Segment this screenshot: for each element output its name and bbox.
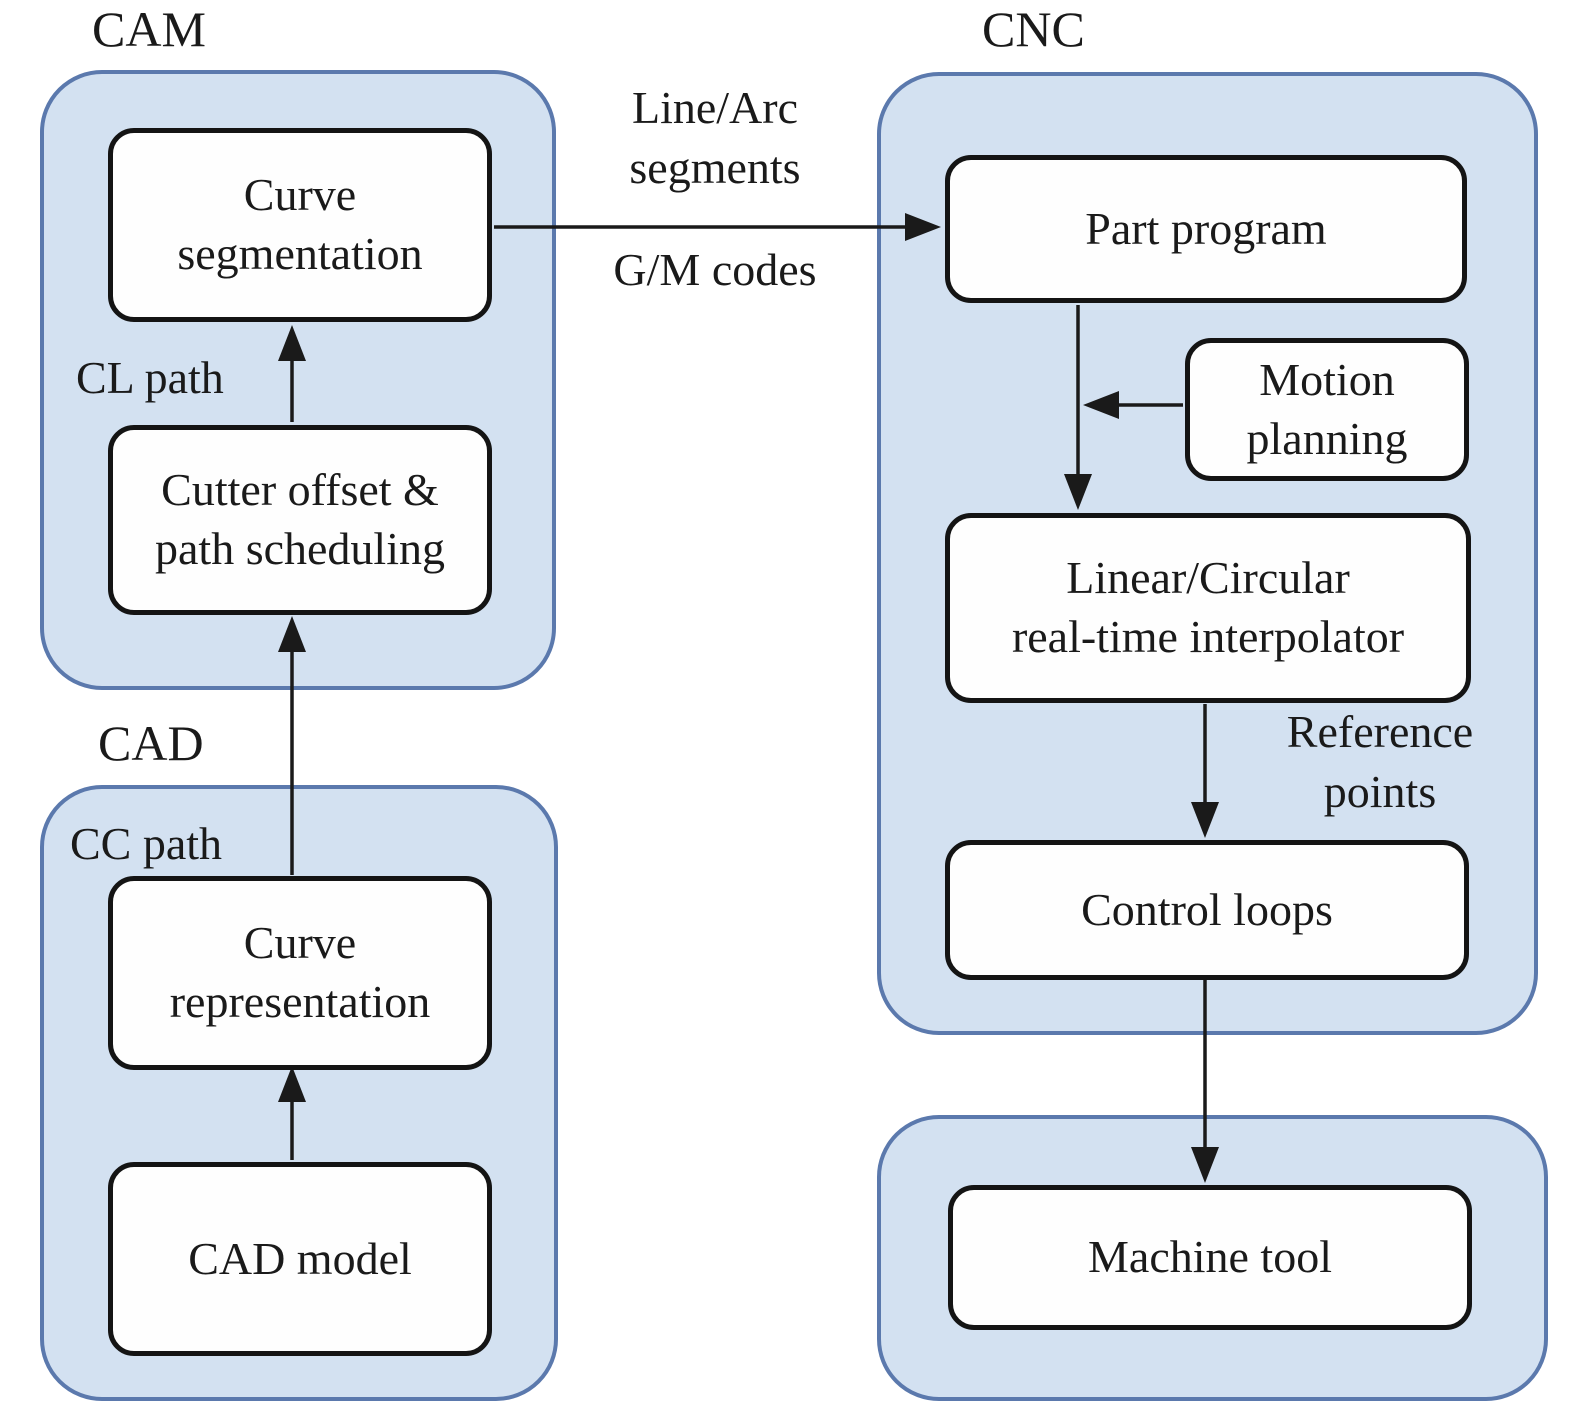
arrow-curve-segmentation-to-part-program xyxy=(494,213,941,241)
motion-planning-line1: Motion xyxy=(1259,353,1395,405)
curve-representation-line1: Curve xyxy=(243,917,357,969)
cad-group-label: CAD xyxy=(98,715,204,771)
cad-model-node: CAD model xyxy=(108,1162,492,1356)
cutter-offset-node: Cutter offset & path scheduling xyxy=(108,425,492,615)
line-arc-segments-line1: Line/Arc xyxy=(631,82,799,133)
interpolator-node: Linear/Circular real-time interpolator xyxy=(945,513,1471,703)
control-loops-node: Control loops xyxy=(945,840,1469,980)
cc-path-label: CC path xyxy=(70,818,223,869)
curve-representation-line2: representation xyxy=(169,976,431,1027)
cam-group-label: CAM xyxy=(92,1,206,57)
curve-segmentation-node: Curve segmentation xyxy=(108,128,492,322)
curve-representation-node: Curve representation xyxy=(108,876,492,1070)
machine-tool-node: Machine tool xyxy=(948,1185,1472,1330)
curve-segmentation-line2: segmentation xyxy=(177,228,423,279)
line-arc-segments-line2: segments xyxy=(629,141,801,193)
interpolator-line1: Linear/Circular xyxy=(1066,552,1350,604)
reference-points-label: Reference points xyxy=(1245,702,1515,822)
part-program-label: Part program xyxy=(1085,202,1327,254)
reference-points-line2: points xyxy=(1323,765,1437,817)
part-program-node: Part program xyxy=(945,155,1467,303)
curve-segmentation-line1: Curve xyxy=(243,169,357,221)
gm-codes-label: G/M codes xyxy=(613,244,817,295)
cnc-group-label: CNC xyxy=(982,1,1085,57)
cad-model-label: CAD model xyxy=(188,1232,412,1284)
cutter-offset-line2: path scheduling xyxy=(155,523,445,574)
reference-points-line1: Reference xyxy=(1286,706,1474,757)
motion-planning-line2: planning xyxy=(1246,412,1408,464)
machine-tool-label: Machine tool xyxy=(1088,1231,1332,1283)
cl-path-label: CL path xyxy=(76,352,224,403)
control-loops-label: Control loops xyxy=(1081,883,1333,935)
cutter-offset-line1: Cutter offset & xyxy=(161,464,439,516)
motion-planning-node: Motion planning xyxy=(1185,338,1469,481)
line-arc-segments-label: Line/Arc segments xyxy=(555,78,875,198)
interpolator-line2: real-time interpolator xyxy=(1011,611,1405,662)
